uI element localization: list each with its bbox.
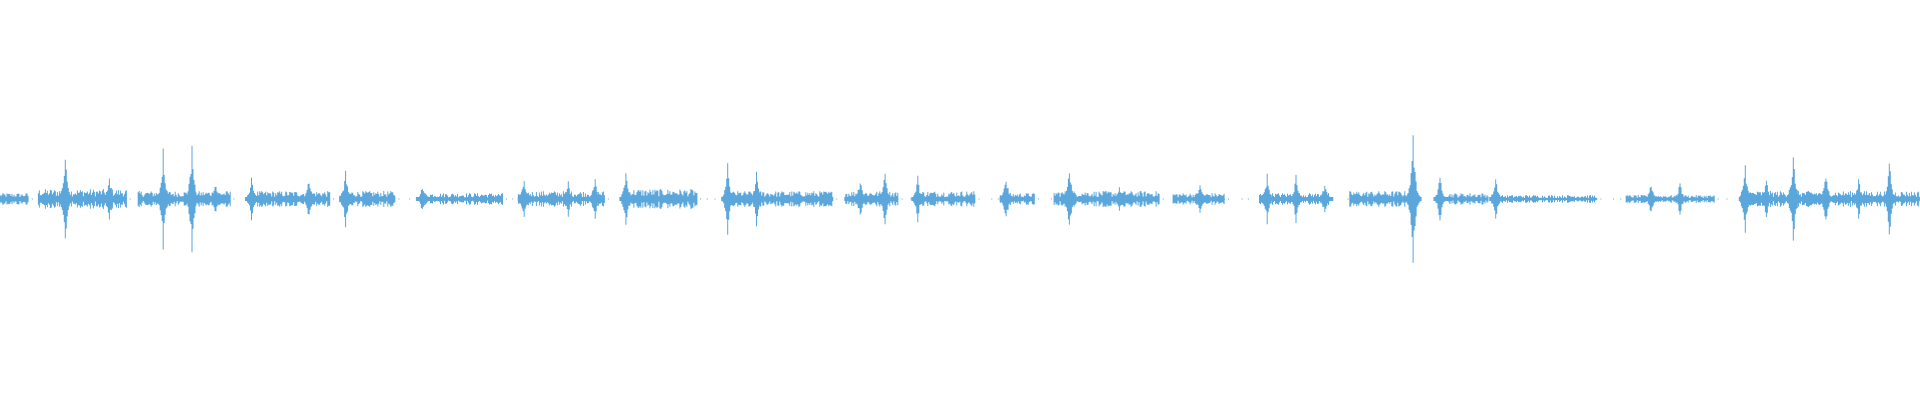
waveform-dot [978, 198, 980, 200]
waveform-spike [561, 181, 577, 217]
waveform-dot [997, 198, 999, 200]
waveform-dot [233, 198, 235, 200]
waveform-segment [625, 189, 698, 209]
waveform-dot [409, 198, 411, 200]
waveform-spike [1786, 157, 1802, 241]
waveform-spike [302, 183, 318, 215]
waveform-spike [208, 186, 224, 212]
waveform-dot [1717, 198, 1719, 200]
waveform-spike [1406, 135, 1422, 263]
waveform-spike [911, 175, 927, 223]
waveform-dot [910, 198, 912, 200]
waveform-dot [1620, 198, 1622, 200]
waveform-spike [1193, 185, 1209, 213]
waveform-spike [1318, 185, 1334, 213]
waveform-spike [339, 170, 355, 228]
waveform-dot [1050, 198, 1052, 200]
waveform-spike [1738, 165, 1754, 233]
waveform-spike [1882, 163, 1898, 235]
waveform-dot [1228, 198, 1229, 200]
waveform-dot [512, 198, 514, 200]
waveform-dot [836, 198, 838, 200]
waveform-spike [750, 171, 765, 227]
waveform-spike [1260, 173, 1276, 225]
waveform-spike [1852, 179, 1868, 219]
waveform-segment [1499, 195, 1598, 203]
waveform-spike [58, 159, 74, 239]
waveform-dot [506, 198, 507, 200]
waveform-spike [878, 173, 894, 225]
waveform-spike [999, 181, 1015, 217]
waveform-spike [1433, 177, 1449, 221]
waveform-spike [1489, 179, 1505, 219]
waveform-dot [1613, 198, 1614, 200]
waveform-dot [1037, 198, 1039, 200]
waveform-spike [1062, 173, 1078, 225]
waveform-spike [1644, 186, 1660, 212]
waveform-spike [156, 148, 172, 250]
waveform-segment [247, 191, 331, 207]
waveform-dot [706, 198, 708, 200]
waveform-spike [721, 163, 737, 235]
waveform-segment [0, 193, 29, 205]
waveform-group [0, 135, 1920, 263]
waveform-spike [102, 178, 118, 220]
waveform-segment [725, 191, 834, 207]
waveform-dot [901, 198, 903, 200]
waveform-spike [853, 183, 869, 215]
waveform-dot [700, 198, 701, 200]
waveform-dot [1241, 198, 1243, 200]
waveform-dot [31, 198, 33, 200]
waveform-spike [415, 189, 431, 209]
waveform-dot [129, 198, 131, 200]
waveform-dot [607, 198, 609, 200]
waveform-spike [588, 179, 604, 219]
waveform-spike [1673, 183, 1689, 215]
waveform-spike [619, 173, 635, 225]
waveform-dot [1162, 198, 1164, 200]
waveform-dot [1726, 198, 1728, 200]
waveform-spike [1112, 187, 1128, 211]
waveform-dot [1347, 198, 1349, 200]
waveform-segment [1625, 195, 1715, 203]
waveform-spike [245, 177, 260, 221]
waveform-spike [1759, 180, 1775, 218]
waveform-dot [333, 198, 335, 200]
waveform-spike [1289, 174, 1305, 224]
waveform-spike [517, 181, 533, 217]
waveform-dot [1247, 198, 1249, 200]
waveform-dot [1600, 198, 1602, 200]
waveform-dot [398, 198, 400, 200]
waveform-dot [714, 198, 716, 200]
waveform-spike [185, 145, 201, 253]
waveform-dot [991, 198, 993, 200]
waveform-segment [420, 193, 503, 205]
waveform-spike [1819, 178, 1835, 220]
